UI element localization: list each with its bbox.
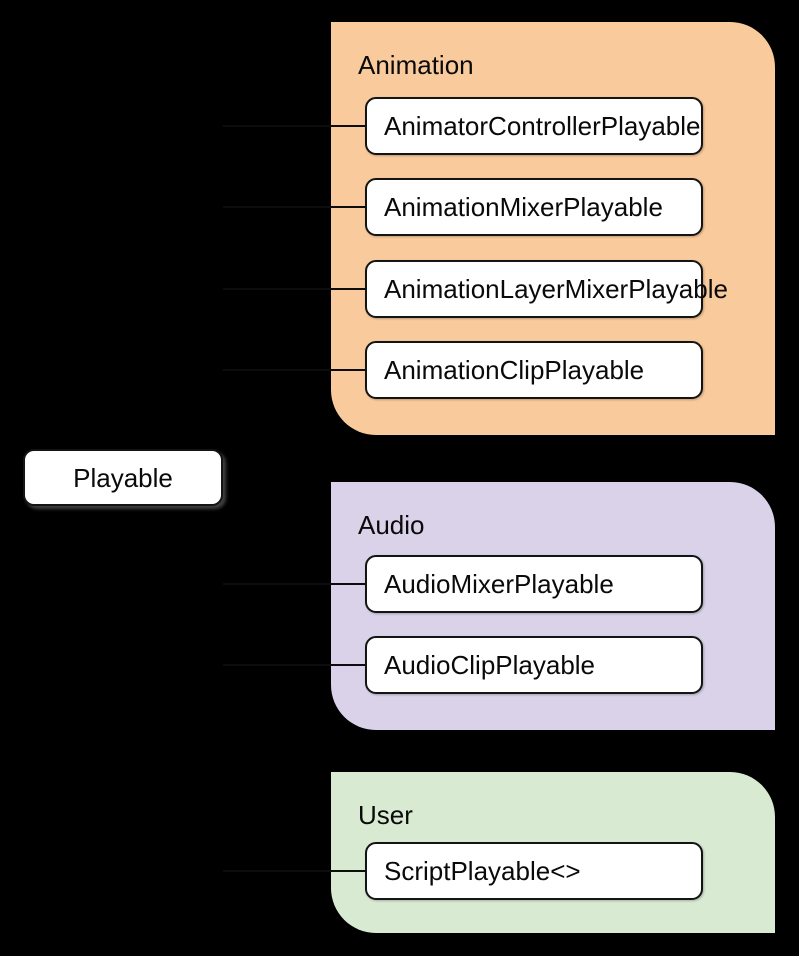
group-label: User [358, 800, 413, 830]
connector-line [223, 664, 365, 666]
connector-line [223, 369, 365, 371]
playable-root-box: Playable [23, 449, 223, 506]
connector-line [223, 288, 365, 290]
class-box: AnimationMixerPlayable [365, 178, 703, 236]
class-box-label: AnimationLayerMixerPlayable [384, 274, 728, 304]
class-box: AnimationClipPlayable [365, 341, 703, 399]
connector-line [223, 125, 365, 127]
playable-root-label: Playable [73, 462, 173, 493]
class-box-label: AudioMixerPlayable [384, 569, 614, 599]
class-box: AudioMixerPlayable [365, 555, 703, 613]
class-box: AnimationLayerMixerPlayable [365, 260, 728, 318]
class-box-label: ScriptPlayable<> [384, 856, 581, 886]
connector-line [223, 206, 365, 208]
connector-line [223, 870, 365, 872]
group-label: Animation [358, 50, 474, 80]
class-box-label: AnimationMixerPlayable [384, 192, 663, 222]
group-label: Audio [358, 510, 425, 540]
class-box: ScriptPlayable<> [365, 842, 703, 900]
class-box-label: AudioClipPlayable [384, 650, 596, 680]
connector-line [223, 583, 365, 585]
class-box: AudioClipPlayable [365, 636, 703, 694]
class-box-label: AnimatorControllerPlayable [384, 111, 701, 141]
class-box-label: AnimationClipPlayable [384, 355, 645, 385]
class-box: AnimatorControllerPlayable [365, 97, 703, 155]
